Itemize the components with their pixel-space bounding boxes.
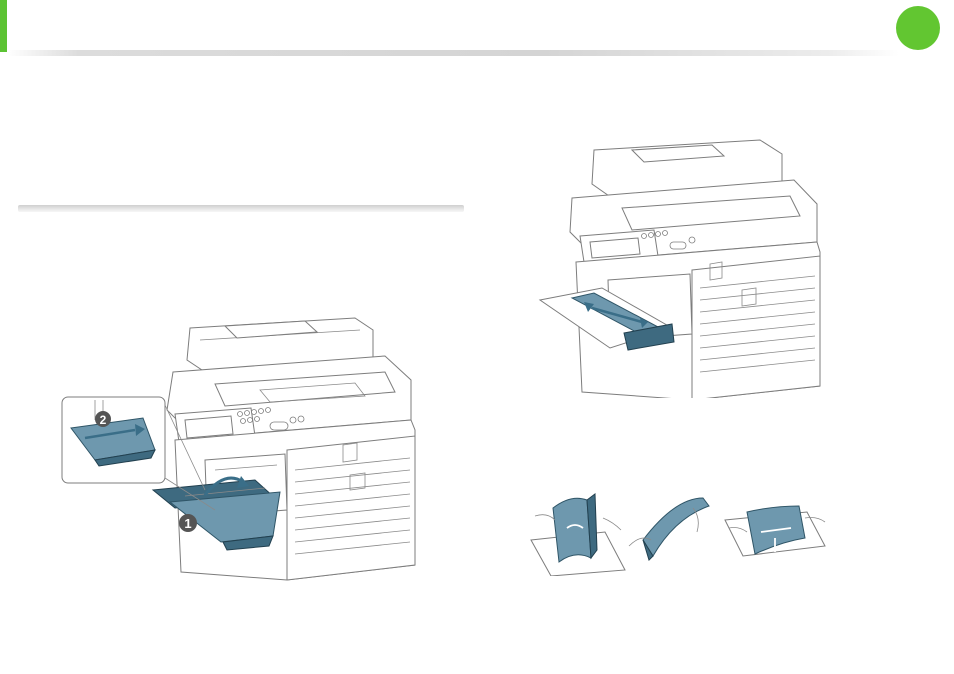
section-divider bbox=[18, 205, 464, 212]
printer-open-tray-illustration: 1 2 bbox=[55, 310, 440, 590]
printer-tray-guides-illustration bbox=[532, 138, 832, 398]
callout-one: 1 bbox=[184, 516, 191, 531]
paper-preparation-illustration bbox=[525, 488, 830, 576]
header-accent-bar bbox=[0, 0, 7, 52]
chapter-badge bbox=[896, 6, 940, 50]
header-divider bbox=[7, 50, 899, 56]
callout-two: 2 bbox=[100, 413, 107, 427]
